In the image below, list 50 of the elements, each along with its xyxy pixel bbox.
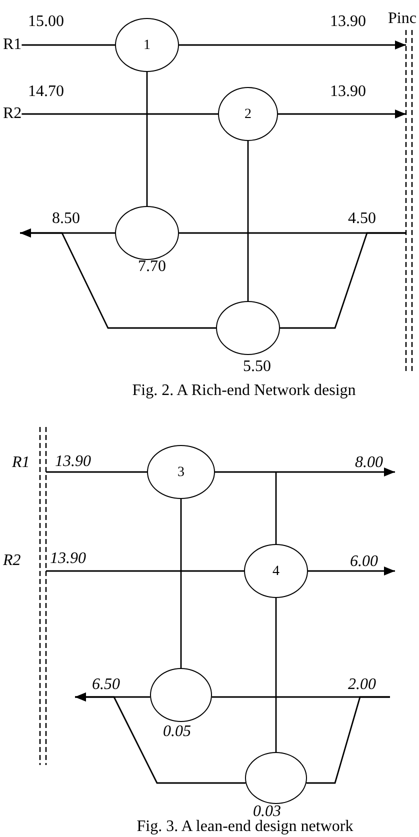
match-line [146,72,148,206]
exchanger-circle [150,668,212,722]
figure-caption: Fig. 3. A lean-end design network [136,819,354,835]
stream-line [22,44,115,46]
match-line [247,141,249,301]
stream-arrow [20,228,216,329]
stream-label: R2 [3,106,22,122]
stream-line [22,113,218,115]
figure-caption: Fig. 2. A Rich-end Network design [132,383,356,399]
match-line [275,472,277,544]
stream-label: R1 [3,37,22,53]
stream-line [280,232,406,329]
exchanger-circle [245,752,307,804]
stream-arrow [308,566,395,576]
stream-arrow [215,468,395,476]
pinch-line [39,427,47,765]
temperature-label: 2.00 [348,677,376,693]
temperature-label: 8.00 [355,455,383,471]
temperature-label: 13.90 [50,551,86,567]
pinch-label: Pinc [388,11,416,27]
exchanger-circle: 4 [244,544,308,598]
exchanger-circle [115,206,179,260]
match-line [180,499,182,668]
stream-line [46,570,244,572]
exchanger-circle: 3 [147,445,215,499]
temperature-label: 4.50 [348,211,376,227]
stream-arrow [75,692,246,784]
temperature-label: 6.50 [92,677,120,693]
temperature-label: 13.90 [330,14,366,30]
temperature-label: 0.03 [253,804,281,820]
match-line [275,598,277,752]
stream-line [306,696,390,784]
temperature-label: 14.70 [28,84,64,100]
stream-label: R2 [3,553,21,569]
temperature-label: 8.50 [52,211,80,227]
exchanger-circle: 2 [218,87,278,141]
stream-arrow [179,40,406,50]
temperature-label: 13.90 [330,84,366,100]
stream-line [46,471,147,473]
temperature-label: 13.90 [55,454,91,470]
temperature-label: 7.70 [138,259,166,275]
stream-arrow [278,110,406,118]
pinch-line [405,30,413,372]
temperature-label: 6.00 [350,554,378,570]
exchanger-circle [216,301,280,355]
temperature-label: 0.05 [163,724,191,740]
temperature-label: 5.50 [243,359,271,375]
stream-label: R1 [12,455,30,471]
temperature-label: 15.00 [28,14,64,30]
exchanger-circle: 1 [115,18,179,72]
